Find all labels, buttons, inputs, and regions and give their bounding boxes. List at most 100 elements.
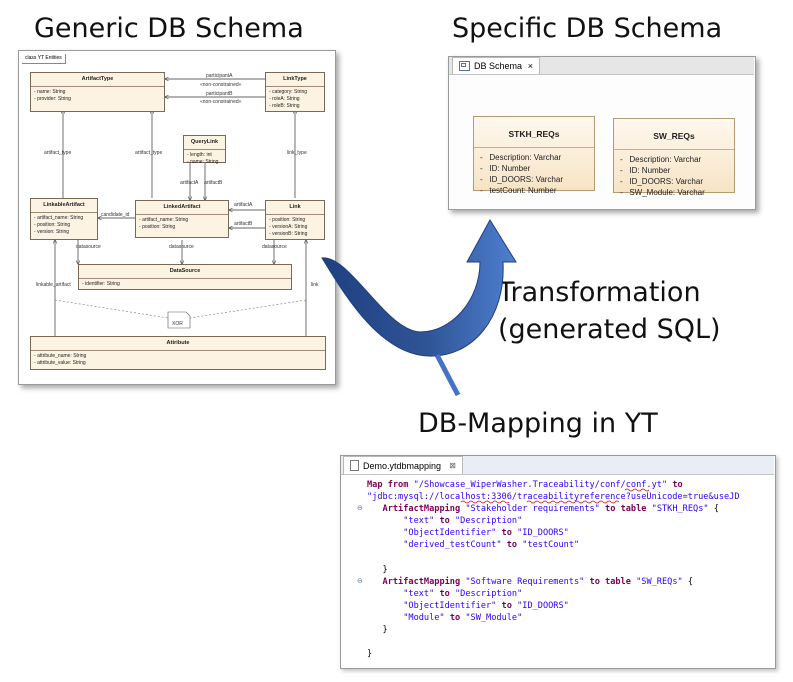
class-name: Attribute: [31, 337, 325, 351]
tab-db-schema[interactable]: DB Schema ×: [452, 57, 540, 74]
label-link-edge: link: [311, 282, 319, 288]
code-string: "SW_REQs": [636, 576, 683, 587]
class-query-link: QueryLink - length: int - name: String: [183, 135, 226, 165]
code-string: "SW_Module": [465, 613, 523, 624]
label-datasource-mid: datasource: [169, 244, 194, 250]
class-attr: - versionB: String: [269, 231, 308, 237]
arrow-body: [321, 219, 517, 357]
uml-connectors: [18, 50, 334, 336]
mapping-editor-panel: [340, 455, 776, 669]
class-attribute: Attribute - attribute_name: String - att…: [30, 336, 326, 370]
table-column: - testCount: Number: [480, 186, 557, 195]
code-keyword: to: [439, 516, 450, 527]
code-string: "Module": [403, 613, 445, 624]
class-name: DataSource: [79, 265, 291, 279]
code-brace: }: [382, 625, 388, 636]
class-link-type: LinkType - category: String - roleA: Str…: [265, 72, 325, 112]
table-name: SW_REQs: [614, 119, 734, 150]
table-column: - Description: Varchar: [480, 153, 562, 162]
table-stkh-reqs: STKH_REQs - Description: Varchar - ID: N…: [473, 116, 595, 195]
class-attr: - attribute_value: String: [34, 360, 86, 366]
code-string: "Description": [455, 588, 523, 599]
label-artifact-type-mid: artifact_type: [135, 150, 163, 156]
class-attr: - roleA: String: [269, 96, 300, 102]
code-keyword: to table: [605, 504, 647, 515]
uml-frame-label: class YT Entities: [22, 54, 66, 64]
code-brace: {: [713, 504, 719, 515]
code-keyword: ArtifactMapping: [382, 576, 461, 587]
label-artifactA-link: artifactA: [234, 202, 253, 208]
class-attr: - name: String: [187, 159, 219, 165]
file-icon: [350, 460, 359, 471]
code-keyword: to: [506, 540, 518, 551]
class-link: Link - position: String - versionA: Stri…: [265, 200, 325, 240]
label-datasource-right: datasource: [262, 244, 287, 250]
code-string: "ID_DOORS": [517, 528, 569, 539]
class-linkable-artifact: LinkableArtifact - artifact_name: String…: [30, 198, 98, 240]
table-column: - ID_DOORS: Varchar: [620, 177, 703, 186]
xor-note: XOR: [172, 321, 183, 327]
code-keyword: to: [672, 480, 683, 490]
code-keyword: Map from: [367, 480, 409, 490]
code-area[interactable]: Map from "/Showcase_WiperWasher.Traceabi…: [367, 479, 771, 664]
code-string: "derived_testCount": [403, 540, 502, 551]
mapping-connector-line: [434, 353, 461, 397]
class-attr: - position: String: [139, 224, 176, 230]
table-column: - ID_DOORS: Varchar: [480, 175, 563, 184]
class-attr: - attribute_name: String: [34, 353, 87, 359]
specific-schema-heading: Specific DB Schema: [452, 13, 723, 44]
code-string: "Description": [455, 516, 523, 527]
code-keyword: ArtifactMapping: [382, 504, 461, 515]
code-string: "text": [403, 588, 435, 599]
label-artifact-type-left: artifact_type: [44, 150, 72, 156]
transformation-label: Transformation: [498, 277, 701, 308]
class-name: ArtifactType: [31, 73, 164, 87]
code-brace: }: [367, 649, 373, 660]
class-attr: - name: String: [34, 89, 66, 95]
code-string: "Stakeholder requirements": [465, 504, 600, 515]
table-column: - ID: Number: [480, 164, 531, 173]
class-attr: - artifact_name: String: [34, 215, 84, 221]
code-string: "testCount": [522, 540, 580, 551]
table-sw-reqs: SW_REQs - Description: Varchar - ID: Num…: [613, 118, 735, 197]
label-participantB: participantB: [206, 91, 233, 97]
fold-toggle-icon[interactable]: ⊖: [357, 504, 363, 512]
code-string: "text": [403, 516, 435, 527]
label-datasource-left: datasource: [76, 244, 101, 250]
label-non-constrained-b: «non-constrained»: [200, 99, 242, 105]
class-attr: - identifier: String: [82, 281, 120, 287]
class-attr: - length: int: [187, 152, 212, 158]
diagram-icon: [459, 61, 470, 71]
code-string: "ID_DOORS": [517, 600, 569, 611]
class-data-source: DataSource - identifier: String: [78, 264, 292, 290]
label-candidate-id: candidate_id: [101, 212, 130, 218]
code-string: "STKH_REQs": [651, 504, 709, 515]
label-linkable-artifact: linkable_artifact: [36, 282, 71, 288]
class-artifact-type: ArtifactType - name: String - provider: …: [30, 72, 165, 112]
class-name: QueryLink: [184, 136, 225, 150]
class-attr: - versionA: String: [269, 224, 308, 230]
table-column: - ID: Number: [620, 166, 671, 175]
spellcheck-squiggles: [460, 488, 650, 504]
code-keyword: to: [439, 588, 450, 599]
class-attr: - artifact_name: String: [139, 217, 189, 223]
class-attr: - version: String: [34, 229, 70, 235]
label-participantA: participantA: [206, 73, 233, 79]
table-name: STKH_REQs: [474, 117, 594, 148]
close-icon[interactable]: ⊠: [449, 461, 456, 470]
class-name: LinkedArtifact: [136, 201, 228, 215]
code-brace: }: [382, 564, 388, 575]
close-icon[interactable]: ×: [527, 61, 533, 71]
class-attr: - position: String: [269, 217, 306, 223]
tab-label: DB Schema: [474, 61, 523, 71]
class-attr: - roleB: String: [269, 103, 300, 109]
label-artifactB-link: artifactB: [234, 221, 253, 227]
table-column: - SW_Module: Varchar: [620, 188, 705, 197]
code-keyword: to table: [589, 576, 631, 587]
fold-toggle-icon[interactable]: ⊖: [357, 577, 363, 585]
label-artifactB-query: artifactB: [204, 180, 223, 186]
code-keyword: to: [449, 613, 461, 624]
class-name: LinkType: [266, 73, 324, 87]
tab-demo-ytdbmapping[interactable]: Demo.ytdbmapping ⊠: [343, 456, 463, 474]
